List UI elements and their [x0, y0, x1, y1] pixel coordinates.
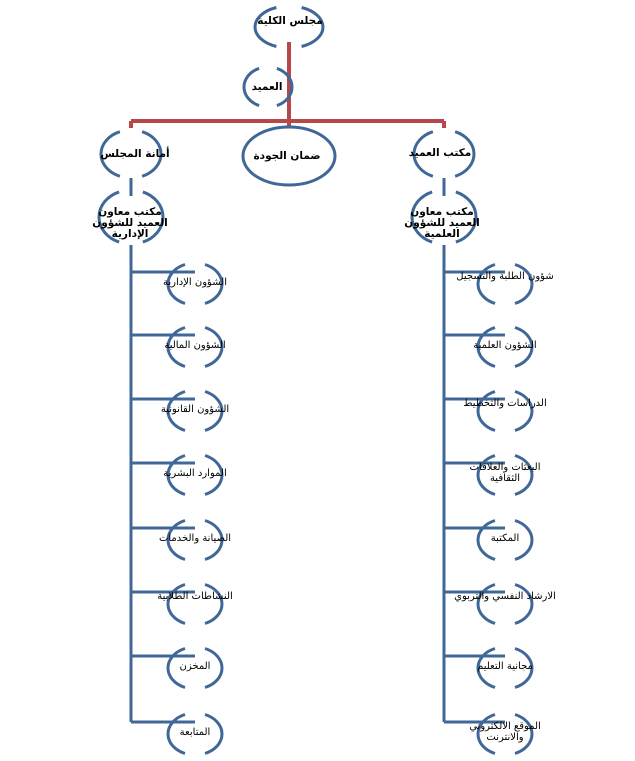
left-unit-label: الشؤون الإدارية: [163, 277, 227, 288]
right-unit-shape: [476, 326, 534, 368]
council-shape: [253, 6, 325, 48]
left-unit-label: النشاطات الطلابية: [157, 591, 233, 602]
right-unit-shape: [476, 519, 534, 561]
left-unit-shape: [166, 583, 224, 625]
left-unit-shape: [166, 263, 224, 305]
council-label: مجلس الكلية: [257, 15, 323, 27]
right-unit-shape: [476, 390, 534, 432]
right-unit-shape: [476, 263, 534, 305]
left-unit-label: الصيانة والخدمات: [158, 533, 232, 544]
right-unit-label: الموقع الالكتروني والانترنت: [469, 721, 541, 743]
right-unit-label: المكتبة: [490, 533, 520, 544]
branch-connectors: [129, 178, 505, 724]
quality-assurance-label: ضمان الجودة: [253, 150, 321, 162]
right-unit-label: الشؤون العلمية: [473, 340, 537, 351]
right-unit-shape: [476, 583, 534, 625]
left-unit-shape: [166, 326, 224, 368]
admin-office-shape: [97, 190, 165, 244]
node-shapes: [97, 6, 534, 755]
dean-office-label: مكتب العميد: [408, 147, 472, 159]
right-unit-label: شؤون الطلبة والتسجيل: [456, 271, 554, 282]
left-unit-shape: [166, 390, 224, 432]
left-unit-label: الشؤون المالية: [164, 340, 226, 351]
right-unit-shape: [476, 713, 534, 755]
council-secretariat-shape: [99, 130, 163, 178]
science-office-shape: [410, 190, 478, 244]
left-unit-label: المخزن: [179, 661, 211, 672]
dean-office-shape: [412, 130, 476, 178]
quality-assurance-shape: [241, 125, 337, 187]
right-unit-label: البعثات والعلاقات الثقافية: [469, 462, 541, 484]
left-unit-shape: [166, 713, 224, 755]
right-unit-label: مجانية التعليم: [477, 661, 533, 672]
admin-assistant-office-label: مكتب معاون العميد للشؤون الإدارية: [92, 206, 168, 240]
science-assistant-office-label: مكتب معاون العميد للشؤون العلمية: [404, 206, 480, 240]
left-unit-label: المتابعة: [179, 727, 211, 738]
right-unit-label: الارشاد النفسي والتربوي: [454, 591, 556, 602]
left-unit-shape: [166, 454, 224, 496]
left-unit-label: الشؤون القانونية: [160, 404, 230, 415]
right-unit-shape: [476, 647, 534, 689]
left-unit-label: الموارد البشرية: [163, 468, 227, 479]
right-unit-label: الدراسات والتخطيط: [463, 398, 547, 409]
dean-shape: [242, 67, 294, 107]
council-secretariat-label: أمانة المجلس: [100, 148, 170, 160]
right-unit-shape: [476, 454, 534, 496]
left-unit-shape: [166, 647, 224, 689]
dean-label: العميد: [251, 81, 283, 93]
left-unit-shape: [166, 519, 224, 561]
